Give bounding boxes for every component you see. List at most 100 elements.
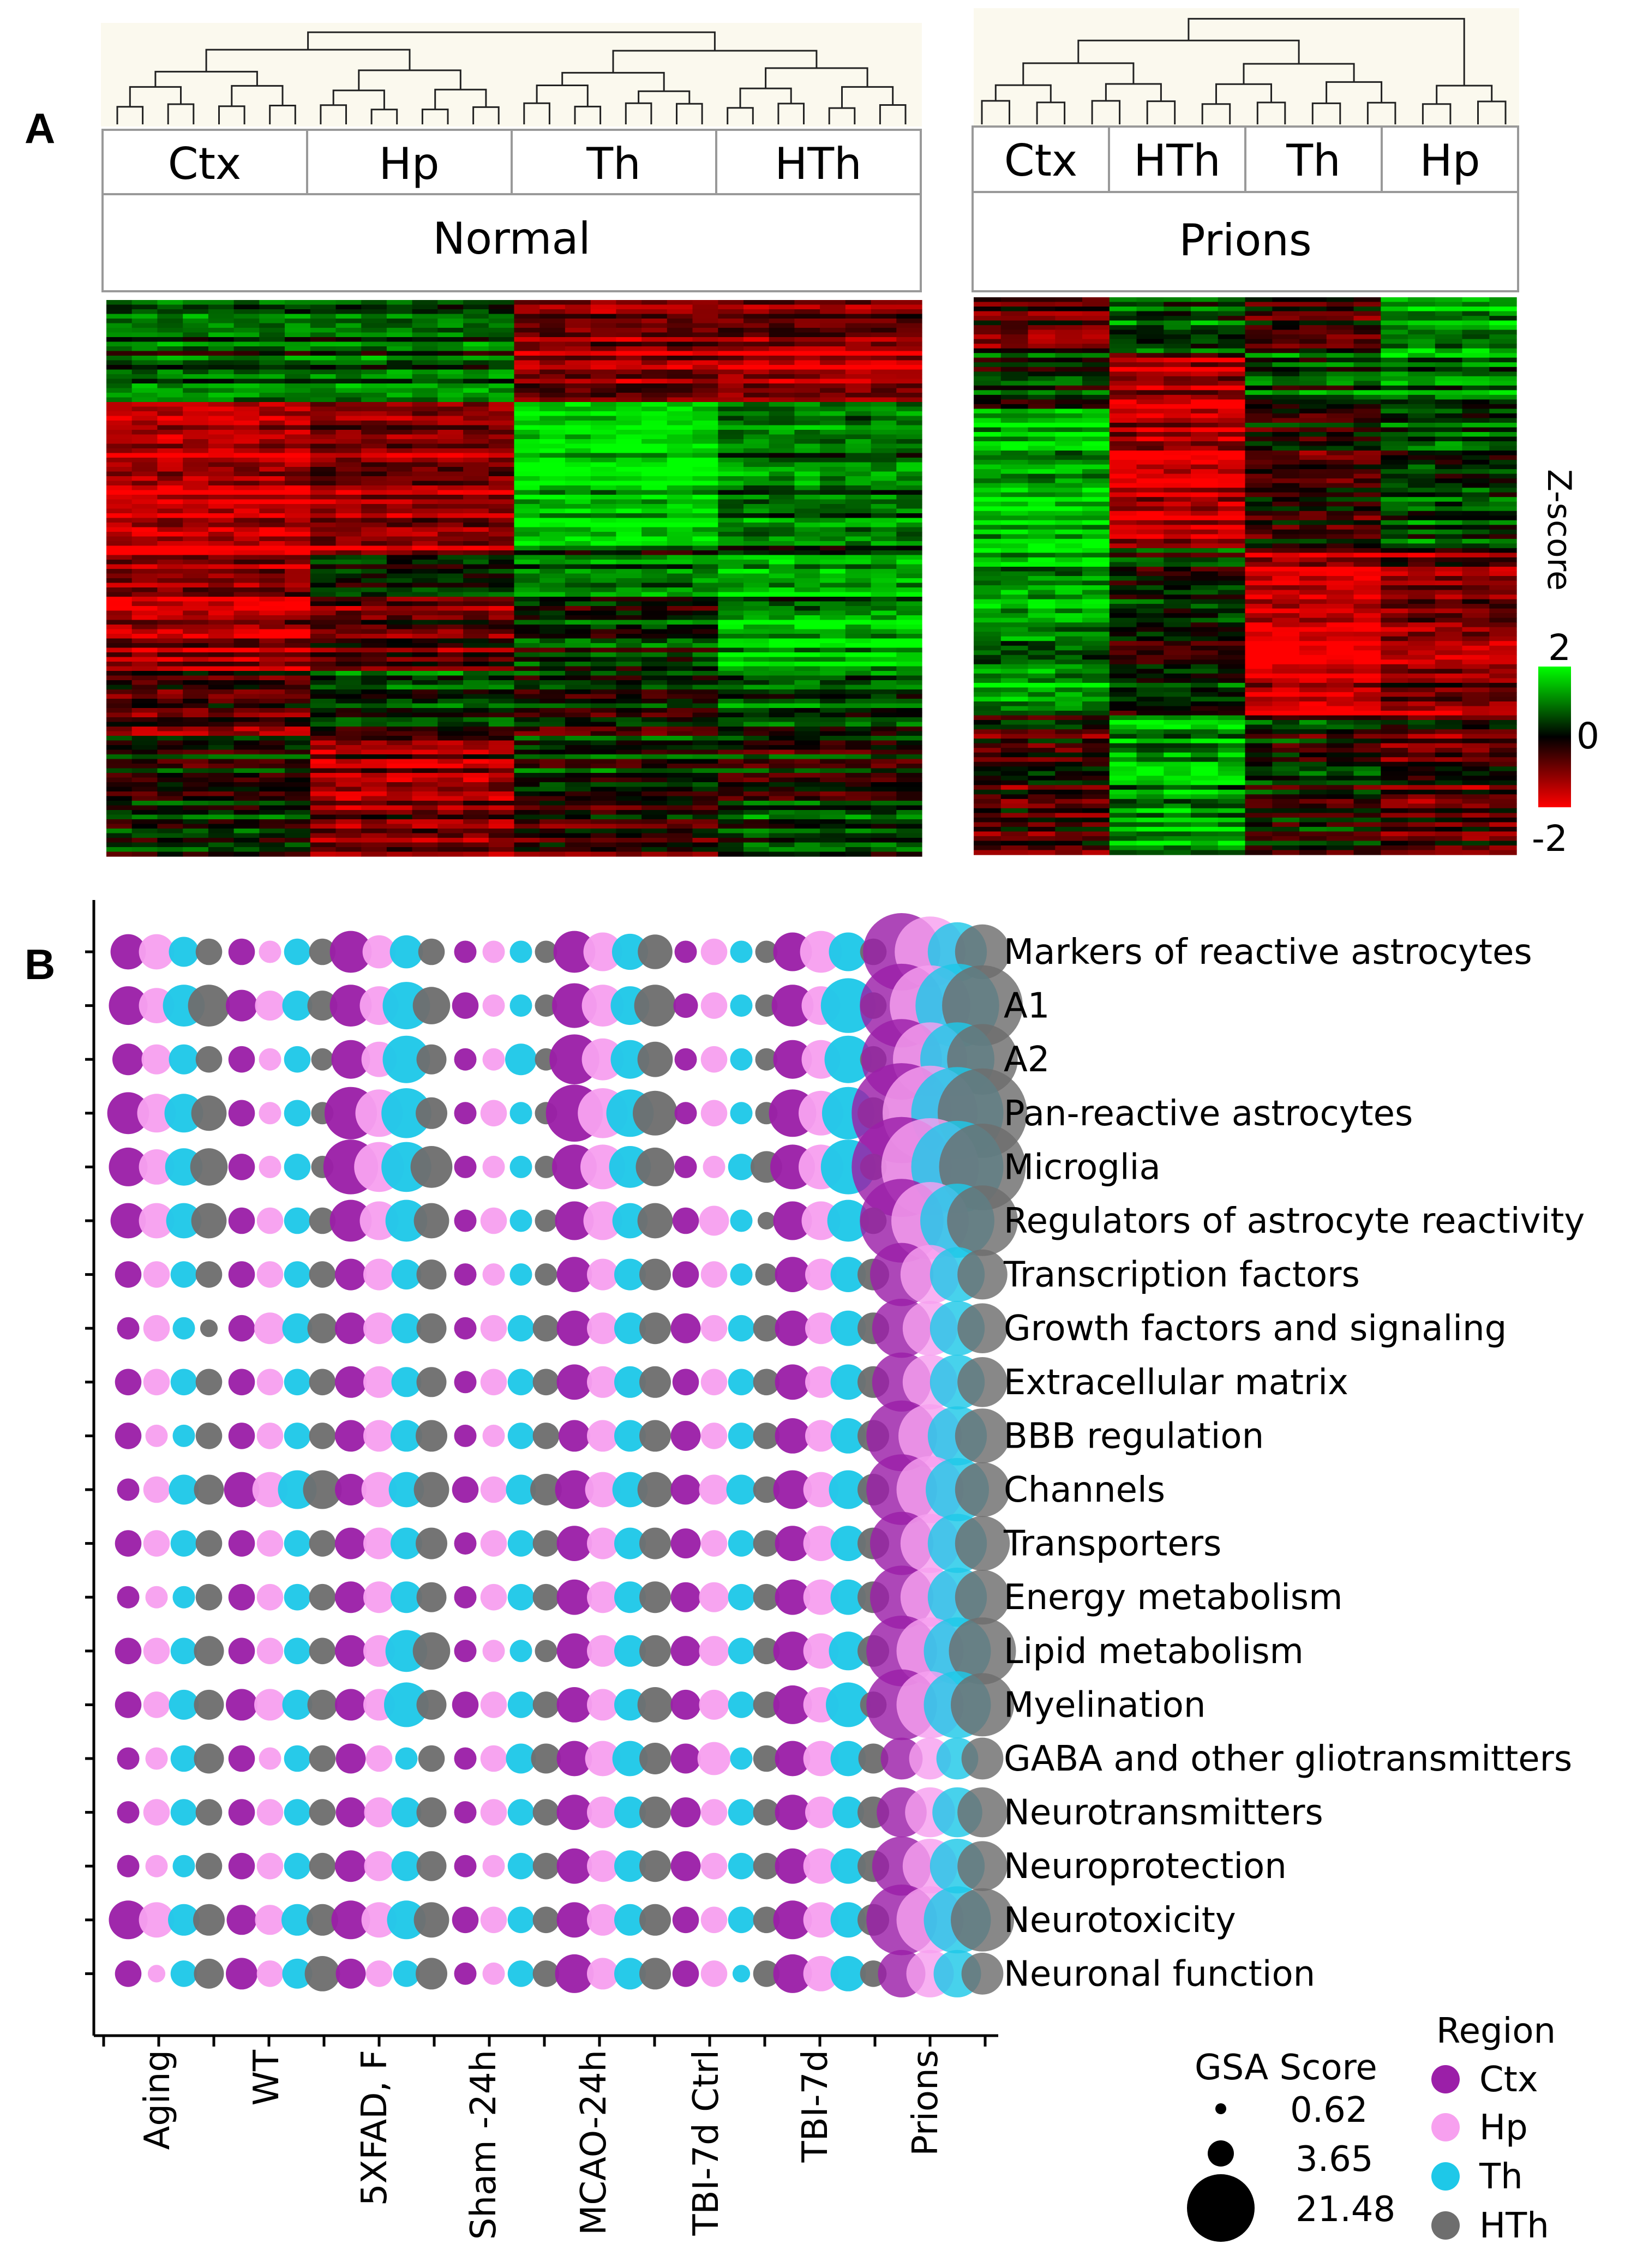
heatmap-cell [310,829,337,834]
heatmap-cell [769,685,795,690]
heatmap-cell [157,462,183,467]
heatmap-cell [667,610,693,616]
heatmap-cell [285,448,311,454]
heatmap-cell [285,583,311,588]
heatmap-cell [183,434,209,440]
heatmap-cell [285,573,311,579]
heatmap-cell [259,791,285,797]
heatmap-cell [437,300,464,305]
heatmap-cell [259,652,285,658]
heatmap-cell [845,550,872,556]
heatmap-cell [1055,404,1083,409]
heatmap-cell [361,578,387,584]
heatmap-cell [692,754,718,760]
heatmap-cell [845,773,872,778]
heatmap-cell [514,587,540,593]
heatmap-cell [208,777,235,783]
heatmap-cell [616,764,642,769]
heatmap-cell [1435,460,1463,465]
heatmap-cell [285,471,311,477]
heatmap-cell [183,448,209,454]
heatmap-cell [743,652,770,658]
heatmap-cell [412,689,438,695]
heatmap-cell [667,504,693,509]
heatmap-cell [1218,404,1246,409]
heatmap-cell [106,346,133,352]
heatmap-cell [106,587,133,593]
heatmap-cell [769,351,795,356]
heatmap-cell [794,453,820,458]
heatmap-cell [743,662,770,667]
heatmap-cell [412,643,438,649]
normal-header: Ctx Hp Th HTh Normal [101,129,922,292]
heatmap-cell [310,485,337,491]
heatmap-cell [692,583,718,588]
heatmap-cell [463,569,489,574]
heatmap-cell [1191,441,1219,447]
heatmap-cell [412,337,438,343]
heatmap-cell [208,346,235,352]
heatmap-cell [896,490,922,495]
heatmap-cell [871,421,897,426]
heatmap-cell [412,791,438,797]
heatmap-cell [208,402,235,407]
heatmap-cell [1109,529,1137,535]
heatmap-cell [437,518,464,523]
heatmap-cell [386,300,413,305]
heatmap-cell [692,393,718,398]
heatmap-cell [539,587,566,593]
heatmap-cell [285,393,311,398]
heatmap-cell [565,833,591,838]
heatmap-cell [131,476,158,482]
heatmap-cell [718,787,744,792]
heatmap-cell [437,740,464,746]
heatmap-cell [1408,367,1436,372]
heatmap-cell [769,689,795,695]
heatmap-cell [233,495,260,500]
heatmap-cell [259,323,285,328]
heatmap-cell [769,439,795,445]
heatmap-cell [871,569,897,574]
heatmap-cell [820,662,846,667]
heatmap-cell [820,782,846,788]
heatmap-cell [437,536,464,542]
heatmap-cell [590,791,616,797]
heatmap-cell [616,416,642,421]
heatmap-cell [208,712,235,718]
heatmap-cell [590,699,616,704]
heatmap-cell [208,657,235,662]
heatmap-cell [1109,497,1137,502]
heatmap-cell [488,740,515,746]
heatmap-cell [743,680,770,686]
heatmap-cell [616,671,642,676]
heatmap-cell [845,304,872,310]
heatmap-cell [386,643,413,649]
heatmap-cell [285,601,311,607]
heatmap-cell [1000,543,1029,549]
heatmap-cell [718,847,744,853]
heatmap-cell [743,337,770,343]
heatmap-cell [463,416,489,421]
heatmap-cell [794,652,820,658]
heatmap-cell [565,448,591,454]
heatmap-cell [743,810,770,815]
heatmap-cell [233,717,260,723]
heatmap-cell [488,513,515,519]
heatmap-cell [259,523,285,528]
heatmap-cell [845,708,872,713]
heatmap-cell [1272,501,1300,507]
heatmap-cell [157,383,183,389]
heatmap-cell [259,782,285,788]
heatmap-cell [233,708,260,713]
heatmap-cell [1000,376,1029,381]
heatmap-cell [335,638,362,644]
heatmap-cell [794,560,820,565]
heatmap-cell [1109,478,1137,484]
heatmap-cell [743,773,770,778]
heatmap-cell [285,703,311,709]
heatmap-cell [794,393,820,398]
heatmap-cell [845,680,872,686]
heatmap-cell [1353,404,1381,409]
heatmap-cell [1136,307,1164,312]
heatmap-cell [769,523,795,528]
